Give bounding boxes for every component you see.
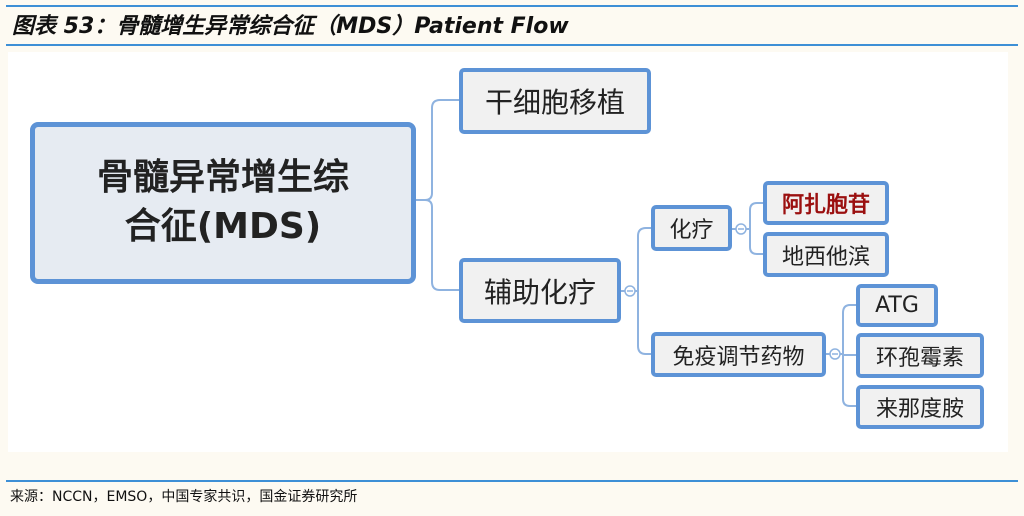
node-chemo: 化疗 [651, 205, 732, 251]
node-decitabine: 地西他滨 [763, 232, 889, 277]
node-cyclosporine: 环孢霉素 [856, 333, 984, 378]
link-aza [731, 202, 763, 230]
root-line1: 骨髓异常增生综 [96, 157, 349, 199]
top-rule [6, 5, 1018, 7]
link-deci [749, 229, 763, 255]
source-note: 来源：NCCN，EMSO，中国专家共识，国金证券研究所 [10, 489, 358, 505]
link-adjuvant [415, 199, 459, 291]
footer-rule [6, 480, 1018, 482]
title-rule [6, 44, 1018, 46]
node-atg: ATG [856, 284, 938, 327]
link-immuno [637, 291, 651, 355]
link-transplant [415, 99, 459, 201]
node-adjuvant-chemo: 辅助化疗 [459, 258, 621, 323]
node-lenalidomide: 来那度胺 [856, 385, 984, 429]
link-atg [825, 304, 856, 355]
root-node-mds: 骨髓异常增生综 合征(MDS) [30, 122, 416, 284]
node-stem-cell-transplant: 干细胞移植 [459, 68, 651, 134]
link-chemo [620, 227, 651, 292]
link-len [842, 354, 856, 407]
figure-title: 图表 53：骨髓增生异常综合征（MDS）Patient Flow [12, 14, 569, 39]
root-line2: 合征(MDS) [124, 206, 322, 247]
node-immunomodulators: 免疫调节药物 [651, 332, 826, 377]
node-azacitidine: 阿扎胞苷 [763, 181, 889, 225]
